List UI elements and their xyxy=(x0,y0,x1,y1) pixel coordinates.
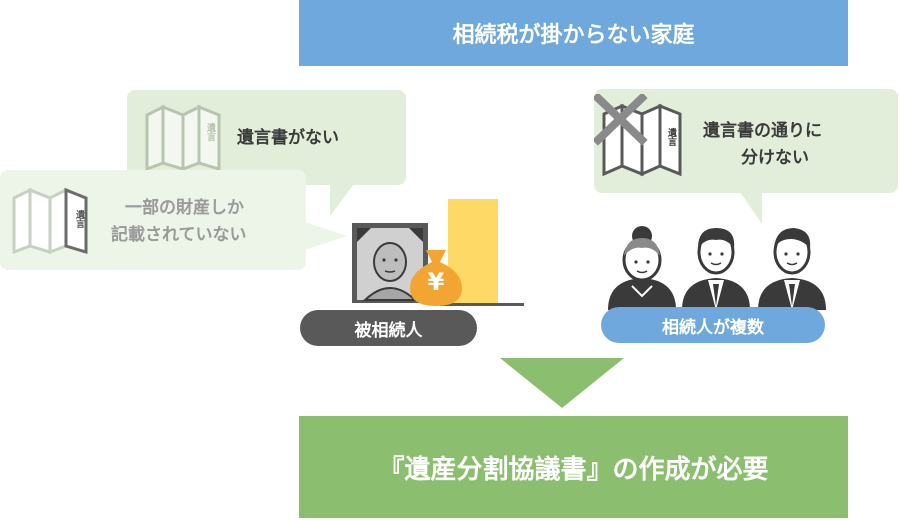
crossed-will-icon: 遺言 xyxy=(592,92,690,178)
conclusion-banner: 『遺産分割協議書』の作成が必要 xyxy=(299,416,848,518)
will-icon-label: 遺言 xyxy=(205,123,215,141)
bubble-partial-will-line1: 一部の財産しか xyxy=(125,198,244,218)
down-arrow-icon xyxy=(500,358,624,408)
money-shelf xyxy=(440,303,524,306)
partial-will-icon-label: 遺言 xyxy=(74,210,84,228)
bubble-no-will-tail xyxy=(330,184,354,216)
bubble-cannot-divide-line2: 分けない xyxy=(741,148,809,168)
bubble-cannot-divide-tail xyxy=(740,192,762,224)
will-document-icon: 遺言 xyxy=(143,101,225,172)
decedent-portrait-icon xyxy=(351,222,429,304)
crossed-will-icon-label: 遺言 xyxy=(666,128,676,146)
money-bag-icon: ¥ xyxy=(404,246,468,308)
bubble-partial-will-tail xyxy=(305,222,347,250)
decedent-label: 被相続人 xyxy=(300,310,477,346)
partial-will-document-icon: 遺言 xyxy=(10,184,92,255)
bubble-partial-will-line2: 記載されていない xyxy=(111,225,247,245)
page-title: 相続税が掛からない家庭 xyxy=(299,0,848,66)
multiple-heirs-label: 相続人が複数 xyxy=(601,307,825,343)
yen-symbol: ¥ xyxy=(427,268,445,296)
heirs-icon xyxy=(606,222,828,310)
bubble-no-will-text: 遺言書がない xyxy=(237,128,339,148)
bubble-cannot-divide-line1: 遺言書の通りに xyxy=(703,121,822,141)
